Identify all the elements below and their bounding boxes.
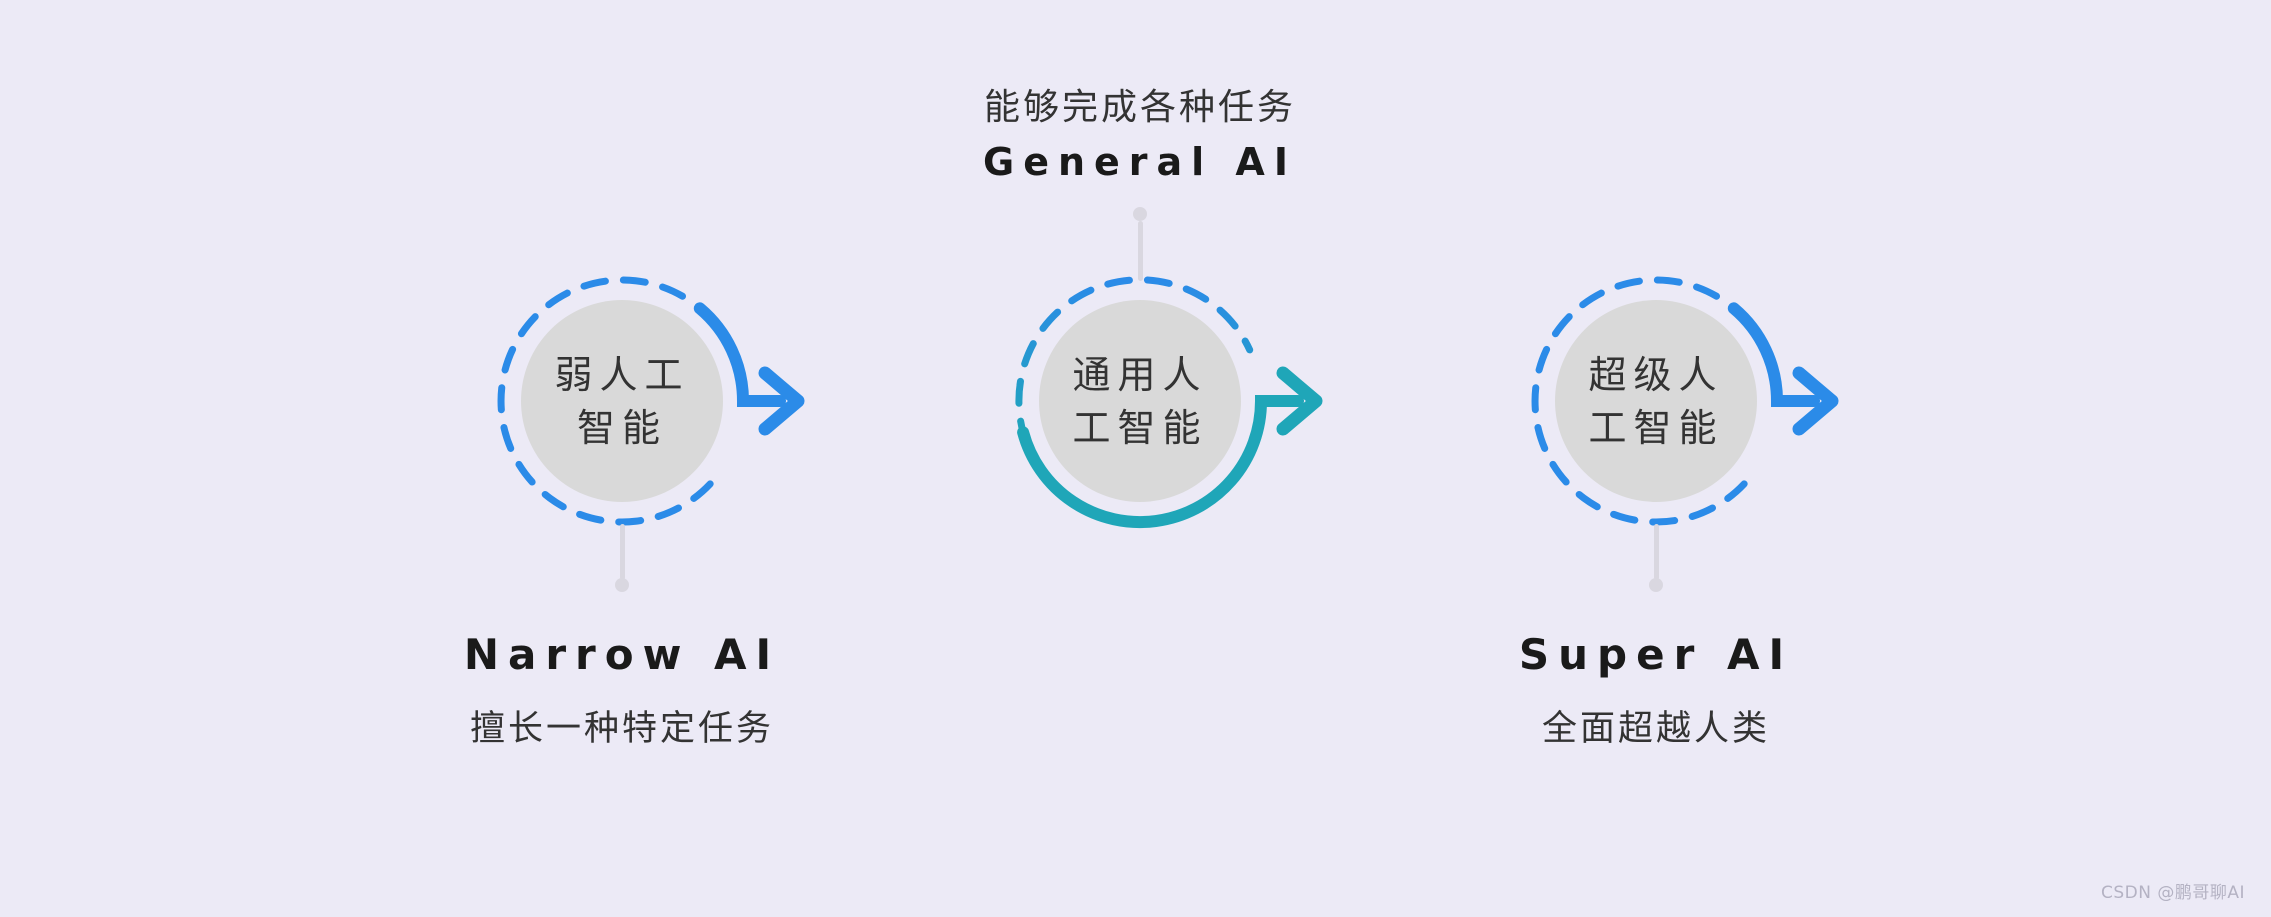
dashed-ring xyxy=(497,276,719,526)
connector-line xyxy=(1138,221,1143,281)
circle-label-line1: 弱人工 xyxy=(554,353,690,397)
circle-label-line2: 工智能 xyxy=(1588,406,1724,450)
arrow-shaft xyxy=(1727,302,1820,407)
arrow-shaft xyxy=(693,302,786,407)
general-ai-node-graphic xyxy=(1015,276,1323,529)
connector-dot xyxy=(1133,207,1147,221)
super-ai-circle-label: 超级人 工智能 xyxy=(1536,349,1776,455)
arrow-head-icon xyxy=(758,366,805,436)
arrow-head-icon xyxy=(1792,366,1839,436)
narrow-ai-circle-label: 弱人工 智能 xyxy=(502,349,742,455)
circle-label-line2: 智能 xyxy=(576,406,667,450)
node-circle xyxy=(1039,300,1241,502)
arrow-shaft xyxy=(1017,395,1304,529)
connector-dot xyxy=(1649,578,1663,592)
node-circle xyxy=(1555,300,1757,502)
connector-line xyxy=(1654,524,1659,580)
dashed-ring xyxy=(1015,276,1254,446)
narrow-ai-caption: 擅长一种特定任务 xyxy=(469,709,774,749)
circle-label-line2: 工智能 xyxy=(1072,406,1208,450)
circle-label-line1: 通用人 xyxy=(1072,353,1208,397)
arrow-head-icon xyxy=(1276,366,1323,436)
narrow-ai-node-graphic xyxy=(497,276,805,526)
narrow-ai-title: Narrow AI xyxy=(463,630,781,679)
super-ai-node-graphic xyxy=(1531,276,1839,526)
connector-dot xyxy=(615,578,629,592)
node-circle xyxy=(521,300,723,502)
super-ai-caption: 全面超越人类 xyxy=(1541,709,1770,749)
general-ai-circle-label: 通用人 工智能 xyxy=(1020,349,1260,455)
dashed-ring xyxy=(1531,276,1753,526)
general-ai-caption: 能够完成各种任务 xyxy=(983,87,1296,128)
watermark: CSDN @鹏哥聊AI xyxy=(2100,883,2245,903)
super-ai-title: Super AI xyxy=(1518,630,1794,679)
circle-label-line1: 超级人 xyxy=(1588,353,1724,397)
general-ai-title: General AI xyxy=(983,140,1297,184)
connector-line xyxy=(620,524,625,580)
